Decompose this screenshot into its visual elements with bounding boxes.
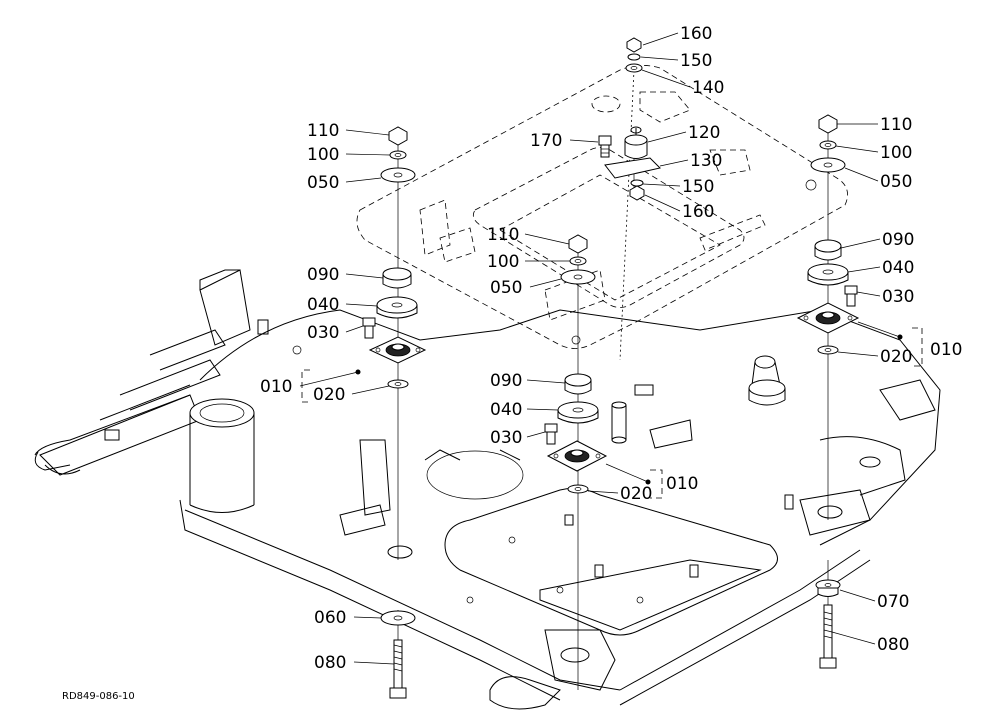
bolt-030-right — [844, 285, 858, 307]
label-010-center: 010 — [666, 474, 698, 494]
lockwasher-100-right — [819, 140, 837, 150]
label-040-left: 040 — [307, 295, 339, 315]
label-110-right: 110 — [880, 115, 912, 135]
label-050-center: 050 — [490, 278, 522, 298]
label-140: 140 — [692, 78, 724, 98]
mount-010-right — [796, 302, 860, 334]
nut-160-lower — [629, 185, 645, 201]
spacer-090-right — [814, 239, 842, 261]
bolt-030-center — [544, 423, 558, 445]
top-center-parts — [598, 37, 661, 201]
label-010-left: 010 — [260, 377, 292, 397]
label-030-right: 030 — [882, 287, 914, 307]
label-110-left: 110 — [307, 121, 339, 141]
label-100-right: 100 — [880, 143, 912, 163]
bolt-080-right — [819, 604, 837, 669]
label-090-right: 090 — [882, 230, 914, 250]
label-170: 170 — [530, 131, 562, 151]
bolt-030-left — [362, 317, 376, 339]
group-brackets — [301, 327, 923, 499]
drawing-reference: RD849-086-10 — [62, 691, 135, 702]
label-050-right: 050 — [880, 172, 912, 192]
label-160-top: 160 — [680, 24, 712, 44]
label-030-left: 030 — [307, 323, 339, 343]
lower-frame — [34, 269, 941, 710]
label-050-left: 050 — [307, 173, 339, 193]
label-110-center: 110 — [487, 225, 519, 245]
nut-160-top — [626, 37, 642, 53]
washer-060 — [380, 610, 416, 626]
center-mount-stack — [544, 234, 608, 494]
label-080-right: 080 — [877, 635, 909, 655]
upper-floor-plate — [356, 65, 848, 349]
label-080-left: 080 — [314, 653, 346, 673]
right-mount-stack — [796, 114, 860, 669]
lockwasher-100-left — [389, 150, 407, 160]
spacer-090-left — [382, 267, 412, 289]
label-090-left: 090 — [307, 265, 339, 285]
label-020-left: 020 — [313, 385, 345, 405]
spacer-090-center — [564, 373, 592, 395]
nut-110-center — [568, 234, 588, 254]
washer-020-center — [567, 484, 589, 494]
label-130: 130 — [690, 151, 722, 171]
mount-010-center — [546, 440, 608, 472]
nut-110-left — [388, 126, 408, 146]
label-020-right: 020 — [880, 347, 912, 367]
washer-020-left — [387, 379, 409, 389]
leader-lines — [299, 32, 903, 665]
label-060: 060 — [314, 608, 346, 628]
lockwasher-100-center — [569, 256, 587, 266]
washer-050-left — [380, 167, 416, 183]
label-150-top: 150 — [680, 51, 712, 71]
label-030-center: 030 — [490, 428, 522, 448]
bolt-080-left — [389, 639, 407, 699]
label-020-center: 020 — [620, 484, 652, 504]
label-090-center: 090 — [490, 371, 522, 391]
label-040-center: 040 — [490, 400, 522, 420]
cushion-040-left — [376, 296, 418, 319]
washer-140 — [625, 63, 643, 73]
cushion-040-center — [557, 401, 599, 424]
bolt-170 — [598, 135, 612, 158]
washer-050-center — [560, 269, 596, 285]
left-mount-stack — [362, 126, 427, 699]
washer-070 — [815, 579, 841, 597]
label-010-right: 010 — [930, 340, 962, 360]
washer-150-top — [627, 53, 641, 61]
label-160-lower: 160 — [682, 202, 714, 222]
part-labels: 160 150 140 120 170 130 150 160 110 100 … — [62, 24, 962, 702]
label-040-right: 040 — [882, 258, 914, 278]
bracket-130 — [604, 157, 661, 179]
mount-010-left — [368, 336, 427, 364]
nut-110-right — [818, 114, 838, 134]
label-150-lower: 150 — [682, 177, 714, 197]
washer-050-right — [810, 157, 846, 173]
washer-020-right — [817, 345, 839, 355]
label-070: 070 — [877, 592, 909, 612]
label-100-center: 100 — [487, 252, 519, 272]
label-120: 120 — [688, 123, 720, 143]
washer-150-lower — [630, 179, 644, 187]
label-100-left: 100 — [307, 145, 339, 165]
mount-120 — [624, 126, 648, 159]
cushion-040-right — [807, 263, 849, 286]
